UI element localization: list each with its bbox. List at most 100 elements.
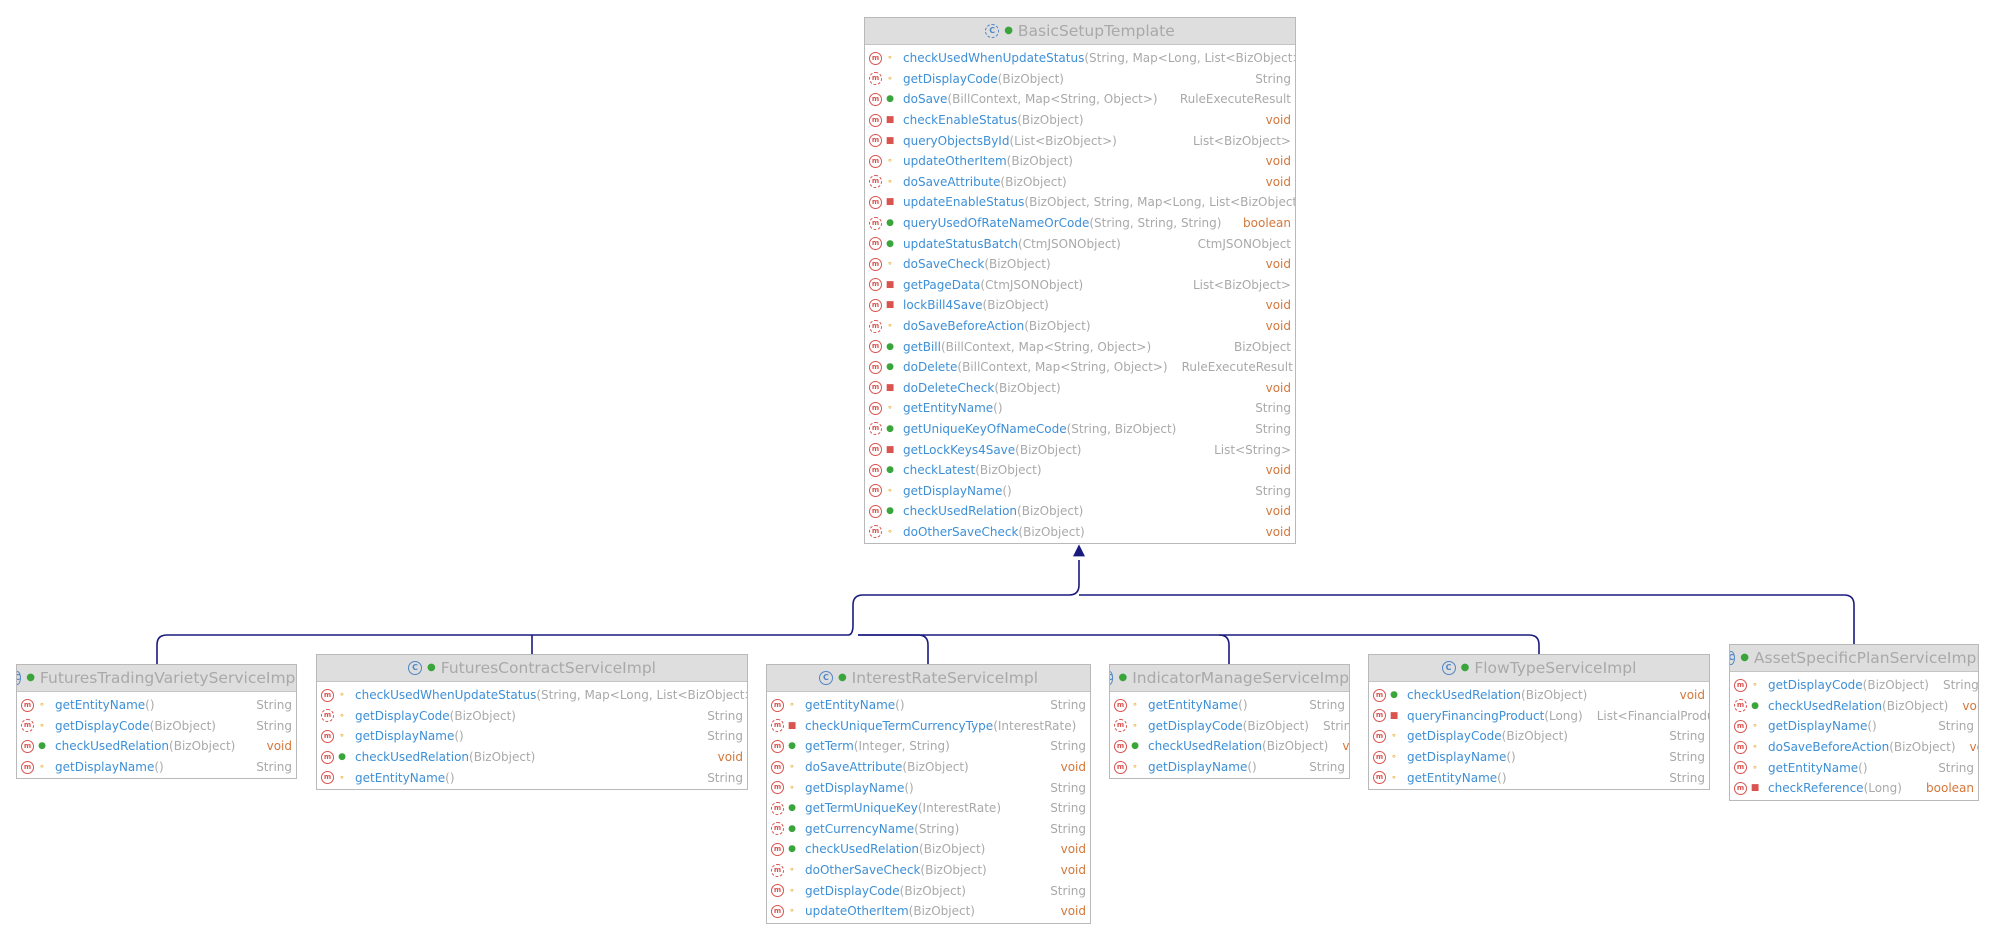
method-row[interactable]: m●checkLatest(BizObject)void [865,460,1295,481]
method-row[interactable]: m●checkUsedRelation(BizObject)void [17,736,296,757]
class-box-indicator[interactable]: C●IndicatorManageServiceImplm∘getEntityN… [1109,664,1350,780]
private-visibility-icon: ■ [885,382,895,393]
method-row[interactable]: m●getCurrencyName(String)String [767,819,1090,840]
method-row[interactable]: m∘getDisplayCode(BizObject)String [1730,675,1978,696]
method-params: (BizObject) [1000,174,1067,189]
method-row[interactable]: m∘getDisplayName()String [865,480,1295,501]
method-name: getEntityName [355,770,446,785]
method-row[interactable]: m∘updateOtherItem(BizObject)void [865,151,1295,172]
method-params: (String, Map<Long, List<BizObject>>, B [536,688,747,703]
method-row[interactable]: m■updateEnableStatus(BizObject, String, … [865,192,1295,213]
method-row[interactable]: m■queryObjectsById(List<BizObject>)List<… [865,130,1295,151]
method-name: getBill [903,339,941,354]
method-row[interactable]: m■checkReference(Long)boolean [1730,778,1978,799]
method-row[interactable]: m●checkUsedRelation(BizObject)void [1110,736,1349,757]
method-name: checkUsedRelation [1768,698,1883,713]
method-row[interactable]: m∘doSaveAttribute(BizObject)void [865,172,1295,193]
method-name: updateOtherItem [903,154,1007,169]
method-row[interactable]: m∘getEntityName()String [865,398,1295,419]
method-row[interactable]: m●getBill(BillContext, Map<String, Objec… [865,336,1295,357]
method-row[interactable]: m■lockBill4Save(BizObject)void [865,295,1295,316]
class-box-futtrading[interactable]: C●FuturesTradingVarietyServiceImplm∘getE… [16,664,297,780]
method-row[interactable]: m●getUniqueKeyOfNameCode(String, BizObje… [865,419,1295,440]
method-row[interactable]: m∘getEntityName()String [17,695,296,716]
method-params: (BizObject) [997,71,1064,86]
method-name: getTermUniqueKey [805,801,918,816]
protected-visibility-icon: ∘ [339,690,345,701]
method-row[interactable]: m∘getDisplayName()String [767,777,1090,798]
method-row[interactable]: m∘getDisplayName()String [1730,716,1978,737]
method-row[interactable]: m∘getEntityName()String [1369,767,1709,788]
private-visibility-icon: ■ [885,115,895,126]
method-row[interactable]: m●doDelete(BillContext, Map<String, Obje… [865,357,1295,378]
method-params: (BizObject) [1017,113,1084,128]
method-row[interactable]: m●checkUsedRelation(BizObject)void [1730,696,1978,717]
method-row[interactable]: m■checkEnableStatus(BizObject)void [865,110,1295,131]
method-row[interactable]: m∘doSaveBeforeAction(BizObject)void [1730,737,1978,758]
method-row[interactable]: m■doDeleteCheck(BizObject)void [865,378,1295,399]
method-row[interactable]: m●queryUsedOfRateNameOrCode(String, Stri… [865,213,1295,234]
method-icon: m [869,381,882,395]
abstract-method-icon: m [771,719,784,733]
method-row[interactable]: m∘getDisplayName()String [1369,747,1709,768]
method-row[interactable]: m■getLockKeys4Save(BizObject)List<String… [865,439,1295,460]
method-name: getDisplayName [903,483,1003,498]
protected-visibility-icon: ∘ [887,156,893,167]
method-return-type: void [1265,463,1291,478]
method-row[interactable]: m∘getDisplayCode(BizObject)String [317,706,747,727]
method-row[interactable]: m∘doSaveCheck(BizObject)void [865,254,1295,275]
class-header: C●InterestRateServiceImpl [767,665,1090,692]
method-row[interactable]: m∘getDisplayCode(BizObject)String [17,716,296,737]
method-row[interactable]: m∘getDisplayName()String [1110,757,1349,778]
method-row[interactable]: m∘getDisplayCode(BizObject)String [1110,716,1349,737]
method-row[interactable]: m∘getEntityName()String [1730,757,1978,778]
class-icon: C [1441,661,1456,675]
method-return-type: String [256,698,292,713]
method-icon: m [869,195,882,209]
method-row[interactable]: m■checkUniqueTermCurrencyType(InterestRa… [767,716,1090,737]
method-row[interactable]: m∘doSaveAttribute(BizObject)void [767,757,1090,778]
method-row[interactable]: m●getTermUniqueKey(InterestRate)String [767,798,1090,819]
method-row[interactable]: m∘checkUsedWhenUpdateStatus(String, Map<… [317,685,747,706]
method-row[interactable]: m●checkUsedRelation(BizObject)void [865,501,1295,522]
class-header: C●FuturesContractServiceImpl [317,655,747,682]
class-box-asset[interactable]: C●AssetSpecificPlanServiceImplm∘getDispl… [1729,644,1979,801]
public-visibility-icon: ● [1004,25,1013,36]
method-row[interactable]: m∘getDisplayCode(BizObject)String [1369,726,1709,747]
method-name: checkReference [1768,781,1864,796]
class-box-interest[interactable]: C●InterestRateServiceImpl m∘getEntityName… [766,664,1091,924]
method-row[interactable]: m■getPageData(CtmJSONObject)List<BizObje… [865,275,1295,296]
method-row[interactable]: m∘getEntityName()String [767,695,1090,716]
method-row[interactable]: m●checkUsedRelation(BizObject)void [317,747,747,768]
method-name: getUniqueKeyOfNameCode [903,421,1067,436]
method-icon: m [1734,719,1747,733]
method-row[interactable]: m∘getDisplayName()String [317,726,747,747]
method-row[interactable]: m●updateStatusBatch(CtmJSONObject)CtmJSO… [865,233,1295,254]
method-row[interactable]: m●doSave(BillContext, Map<String, Object… [865,89,1295,110]
method-row[interactable]: m∘getDisplayCode(BizObject)String [865,69,1295,90]
abstract-method-icon: m [21,719,34,733]
method-name: checkUsedRelation [355,750,470,765]
public-visibility-icon: ● [427,662,436,673]
method-row[interactable]: m∘getDisplayName()String [17,757,296,778]
method-name: doOtherSaveCheck [805,863,921,878]
method-row[interactable]: m●getTerm(Integer, String)String [767,736,1090,757]
method-row[interactable]: m■queryFinancingProduct(Long)List<Financ… [1369,706,1709,727]
method-row[interactable]: m∘doSaveBeforeAction(BizObject)void [865,316,1295,337]
method-row[interactable]: m∘checkUsedWhenUpdateStatus(String, Map<… [865,48,1295,69]
method-row[interactable]: m∘updateOtherItem(BizObject)void [767,901,1090,922]
method-row[interactable]: m●checkUsedRelation(BizObject)void [1369,685,1709,706]
method-row[interactable]: m●checkUsedRelation(BizObject)void [767,839,1090,860]
private-visibility-icon: ■ [1750,783,1760,794]
method-row[interactable]: m∘doOtherSaveCheck(BizObject)void [865,522,1295,543]
class-icon: C [408,661,423,675]
method-row[interactable]: m∘getDisplayCode(BizObject)String [767,880,1090,901]
method-row[interactable]: m∘getEntityName()String [317,767,747,788]
method-return-type: boolean [1243,216,1291,231]
method-row[interactable]: m∘doOtherSaveCheck(BizObject)void [767,860,1090,881]
inheritance-line-futtrading [156,560,1080,664]
method-row[interactable]: m∘getEntityName()String [1110,695,1349,716]
